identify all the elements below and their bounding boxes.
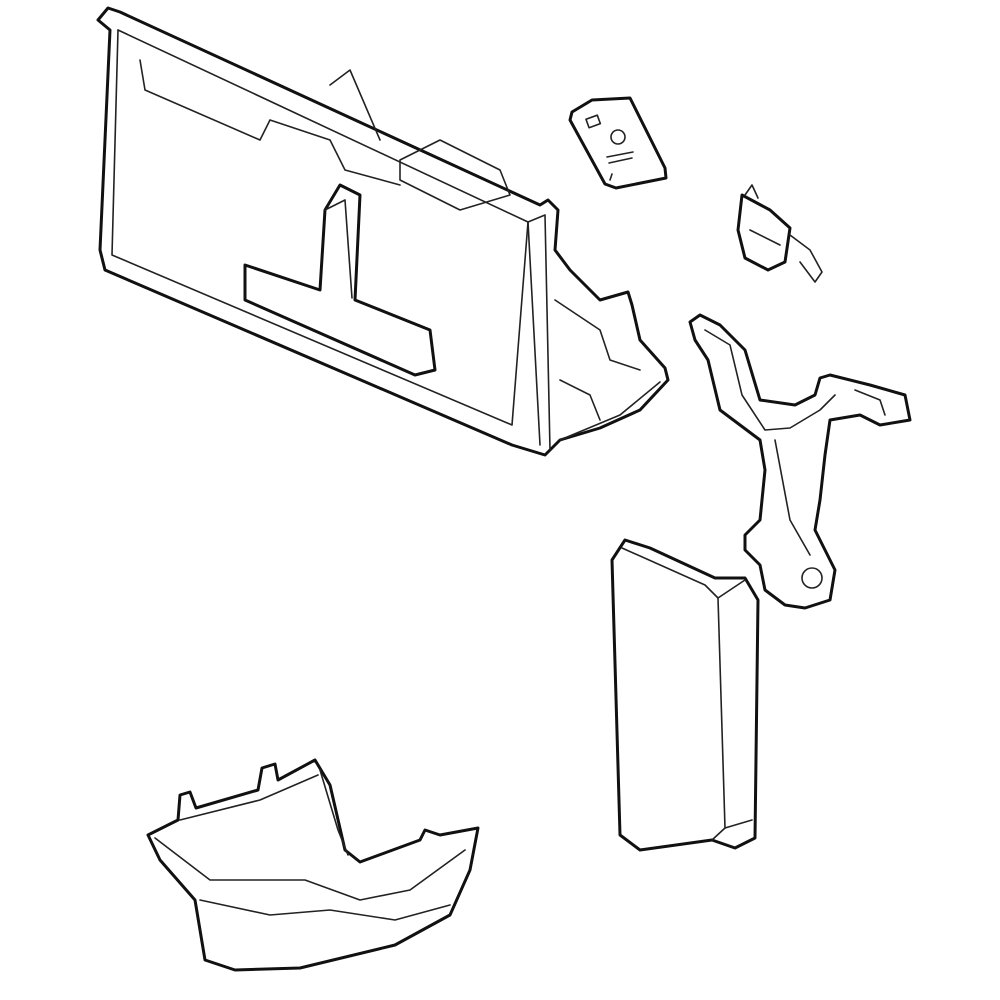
dispenser-housing xyxy=(96,6,670,457)
lever-bracket xyxy=(688,313,912,610)
control-board xyxy=(568,96,668,190)
dispenser-paddle xyxy=(610,538,760,852)
drip-tray xyxy=(146,758,480,972)
actuator-switch xyxy=(736,184,823,283)
